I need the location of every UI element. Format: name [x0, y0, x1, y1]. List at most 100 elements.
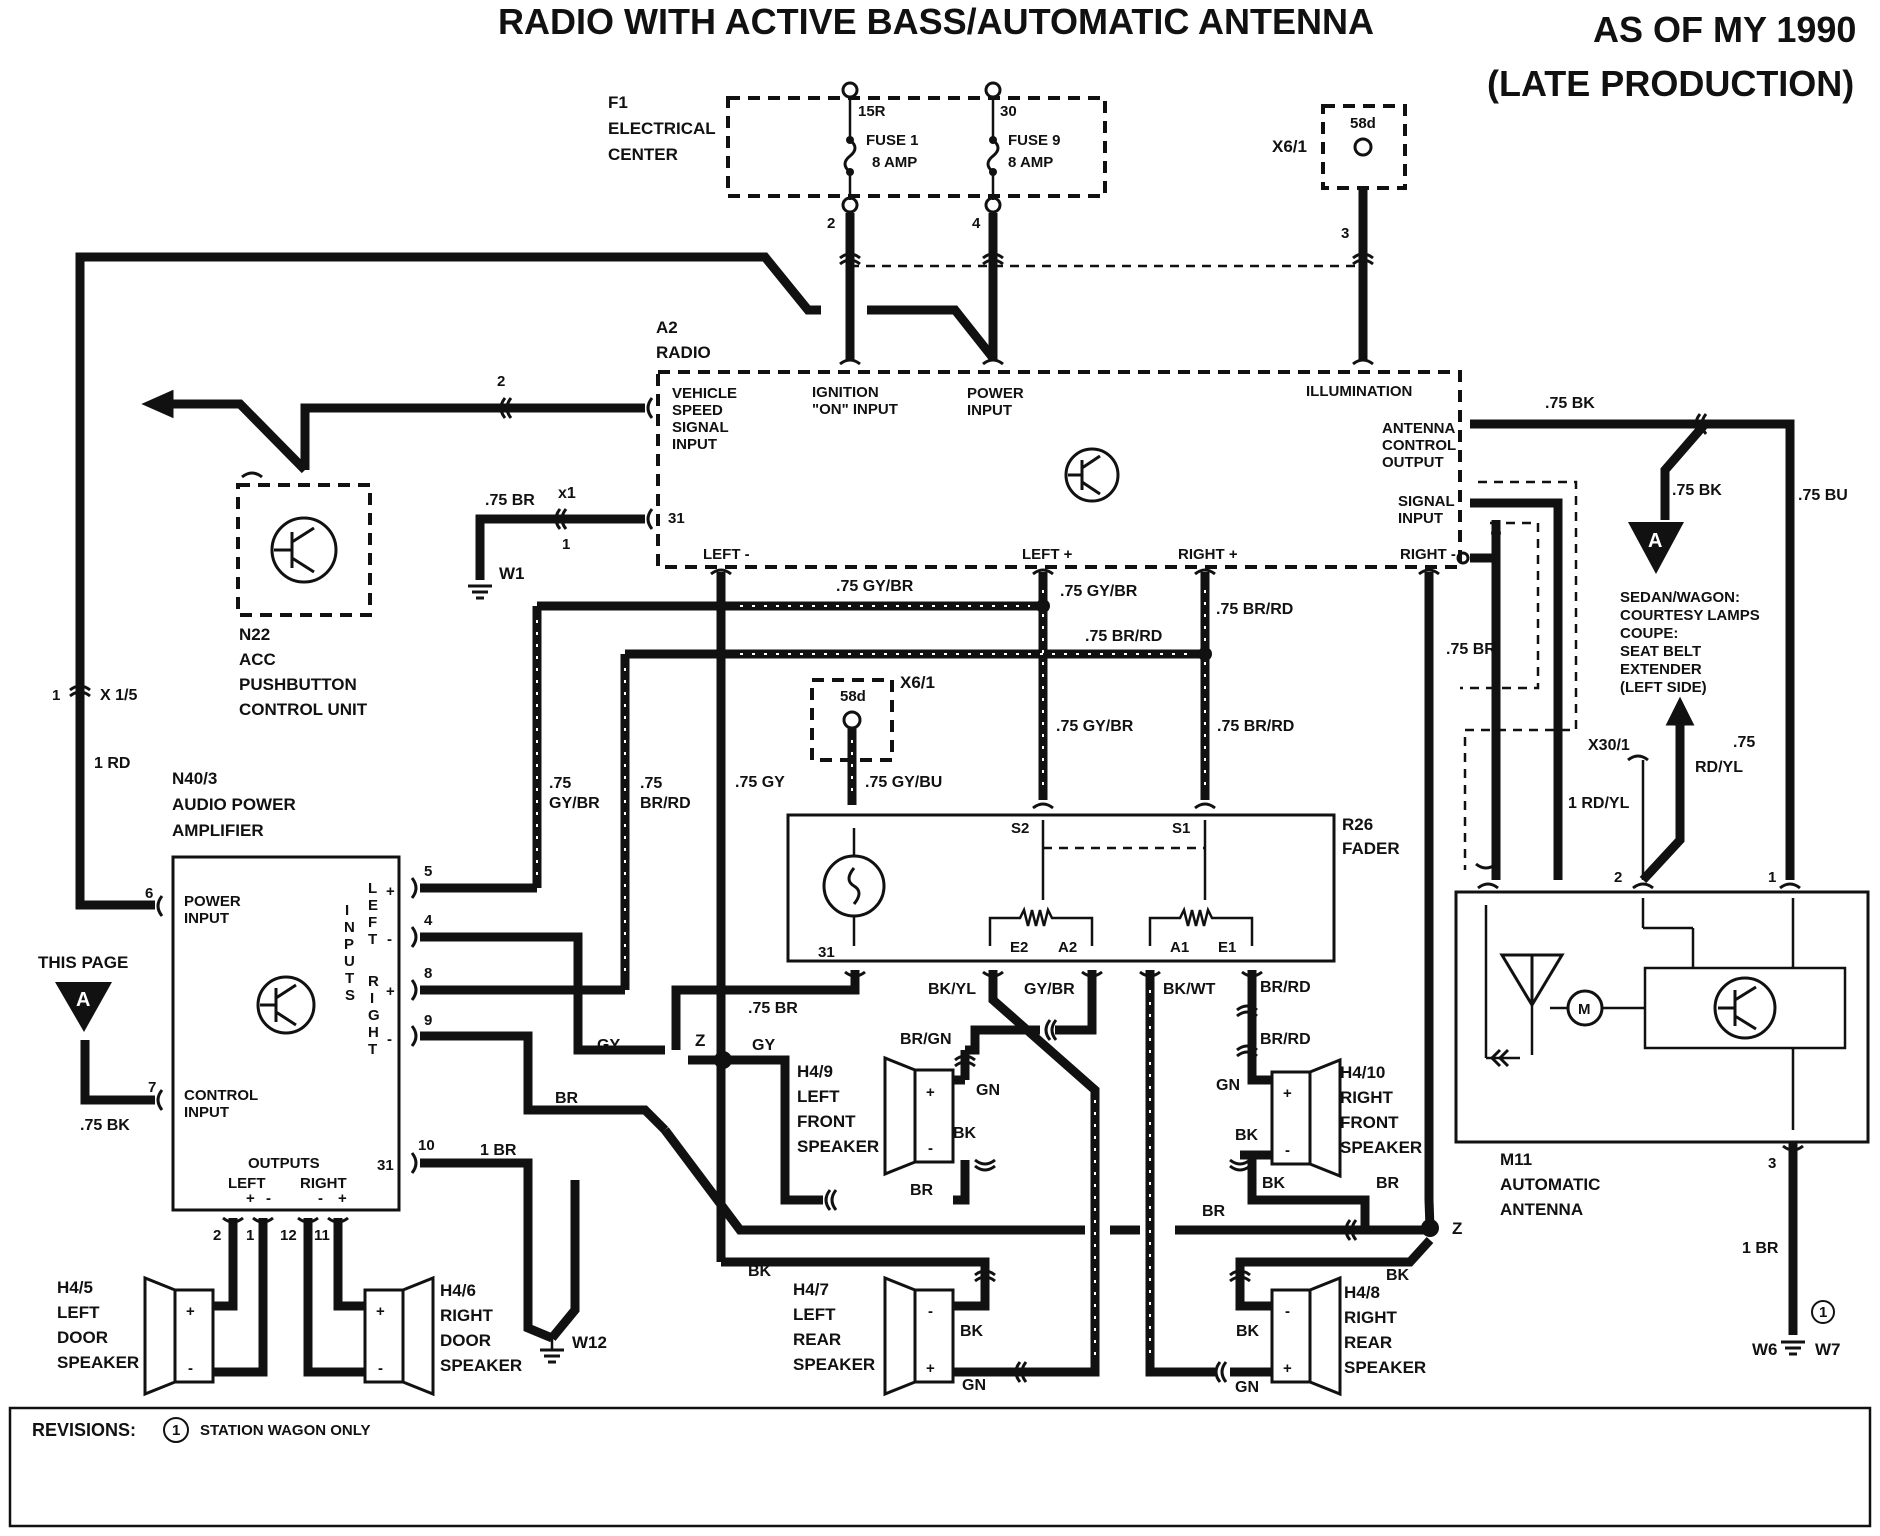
svg-text:EXTENDER: EXTENDER: [1620, 661, 1702, 678]
svg-text:CONTROL UNIT: CONTROL UNIT: [239, 700, 368, 719]
pin-2-fuse1: 2: [827, 215, 835, 232]
svg-text:REAR: REAR: [1344, 1333, 1392, 1352]
svg-text:X6/1: X6/1: [900, 673, 935, 692]
svg-text:S: S: [345, 987, 355, 1004]
svg-text:I: I: [370, 990, 374, 1007]
svg-text:AUDIO POWER: AUDIO POWER: [172, 795, 296, 814]
svg-text:P: P: [344, 936, 354, 953]
svg-text:+: +: [386, 883, 395, 900]
svg-text:ELECTRICAL: ELECTRICAL: [608, 119, 716, 138]
svg-text:COURTESY LAMPS: COURTESY LAMPS: [1620, 607, 1760, 624]
svg-text:FUSE 9: FUSE 9: [1008, 132, 1061, 149]
svg-text:.75 GY: .75 GY: [735, 774, 785, 791]
revisions-box: REVISIONS: 1 STATION WAGON ONLY: [8, 1406, 1872, 1528]
svg-text:H4/10: H4/10: [1340, 1063, 1385, 1082]
svg-text:.75 BU: .75 BU: [1798, 487, 1848, 504]
svg-text:(LEFT SIDE): (LEFT SIDE): [1620, 679, 1707, 696]
svg-text:DOOR: DOOR: [440, 1331, 491, 1350]
speaker-h48: -+ H4/8 RIGHT REAR SPEAKER: [1270, 1275, 1426, 1397]
svg-text:OUTPUT: OUTPUT: [1382, 454, 1444, 471]
svg-text:+: +: [376, 1303, 385, 1320]
svg-text:+: +: [1283, 1360, 1292, 1377]
svg-text:1: 1: [246, 1227, 254, 1244]
n22-acc-control-unit: N22 ACC PUSHBUTTON CONTROL UNIT: [236, 483, 372, 719]
svg-text:CONTROL: CONTROL: [1382, 437, 1456, 454]
svg-text:BK: BK: [1386, 1267, 1410, 1284]
svg-text:BR/RD: BR/RD: [640, 795, 691, 812]
svg-text:BK: BK: [748, 1263, 772, 1280]
svg-text:-: -: [928, 1140, 933, 1157]
ground-symbols: [468, 584, 1805, 1364]
svg-text:8 AMP: 8 AMP: [1008, 154, 1053, 171]
svg-text:LEFT: LEFT: [228, 1175, 266, 1192]
svg-text:RIGHT -: RIGHT -: [1400, 546, 1456, 563]
svg-text:.75 GY/BR: .75 GY/BR: [1056, 718, 1134, 735]
speaker-h49: +- H4/9 LEFT FRONT SPEAKER: [797, 1055, 955, 1177]
ground-w7-label: W7: [1815, 1340, 1841, 1359]
svg-text:12: 12: [280, 1227, 297, 1244]
svg-text:A2: A2: [656, 318, 678, 337]
svg-text:1 BR: 1 BR: [1742, 1240, 1779, 1257]
svg-text:31: 31: [668, 510, 685, 527]
a2-radio: A2 RADIO VEHICLE SPEED SIGNAL INPUT IGNI…: [656, 318, 1462, 569]
svg-text:x1: x1: [558, 485, 576, 502]
svg-text:A: A: [1648, 530, 1662, 552]
svg-text:INPUT: INPUT: [184, 910, 229, 927]
svg-text:PUSHBUTTON: PUSHBUTTON: [239, 675, 357, 694]
revisions-note-number: 1: [172, 1422, 180, 1439]
wire-labels: .75 BK .75 BK .75 BU .75 BR .75 BR x1 1 …: [52, 373, 1848, 1396]
svg-text:GY/BR: GY/BR: [1024, 981, 1075, 998]
svg-text:.75 BR/RD: .75 BR/RD: [1217, 718, 1294, 735]
svg-text:RADIO: RADIO: [656, 343, 711, 362]
svg-text:GN: GN: [962, 1377, 986, 1394]
svg-text:N: N: [344, 919, 355, 936]
svg-text:.75 GY/BR: .75 GY/BR: [836, 578, 914, 595]
svg-text:AMPLIFIER: AMPLIFIER: [172, 821, 264, 840]
svg-text:AUTOMATIC: AUTOMATIC: [1500, 1175, 1600, 1194]
svg-text:BR/RD: BR/RD: [1260, 979, 1311, 996]
svg-text:THIS PAGE: THIS PAGE: [38, 953, 128, 972]
x61-top-connector: 58d X6/1 3: [1272, 104, 1407, 242]
svg-text:+: +: [1283, 1085, 1292, 1102]
svg-text:-: -: [1285, 1142, 1290, 1159]
svg-text:.75 GY/BR: .75 GY/BR: [1060, 583, 1138, 600]
svg-text:BK: BK: [1262, 1175, 1286, 1192]
svg-text:.75 BR/RD: .75 BR/RD: [1216, 601, 1293, 618]
ground-w12-label: W12: [572, 1333, 607, 1352]
svg-text:A: A: [76, 989, 90, 1011]
svg-text:.75 BK: .75 BK: [1672, 482, 1722, 499]
svg-text:BK: BK: [1236, 1323, 1260, 1340]
svg-text:BR: BR: [1202, 1203, 1226, 1220]
svg-text:RD/YL: RD/YL: [1695, 759, 1743, 776]
svg-text:3: 3: [1341, 225, 1349, 242]
svg-text:-: -: [387, 1031, 392, 1048]
svg-text:.75: .75: [640, 775, 662, 792]
svg-text:N40/3: N40/3: [172, 769, 217, 788]
svg-text:POWER: POWER: [184, 893, 241, 910]
svg-text:M: M: [1578, 1001, 1591, 1018]
svg-text:GN: GN: [976, 1082, 1000, 1099]
svg-text:INPUT: INPUT: [672, 436, 717, 453]
svg-text:N22: N22: [239, 625, 270, 644]
svg-text:-: -: [318, 1190, 323, 1207]
splice-z-left: Z: [695, 1031, 705, 1050]
svg-text:H4/7: H4/7: [793, 1280, 829, 1299]
svg-text:ILLUMINATION: ILLUMINATION: [1306, 383, 1412, 400]
svg-text:SPEAKER: SPEAKER: [1340, 1138, 1422, 1157]
svg-text:+: +: [246, 1190, 255, 1207]
svg-text:LEFT: LEFT: [797, 1087, 840, 1106]
svg-text:RIGHT: RIGHT: [300, 1175, 347, 1192]
svg-text:2: 2: [213, 1227, 221, 1244]
svg-text:SPEAKER: SPEAKER: [1344, 1358, 1426, 1377]
svg-text:15R: 15R: [858, 103, 886, 120]
svg-text:SIGNAL: SIGNAL: [672, 419, 729, 436]
svg-text:1 BR: 1 BR: [480, 1142, 517, 1159]
svg-text:A2: A2: [1058, 939, 1077, 956]
offpage-arrow-a-right: A: [1628, 522, 1684, 574]
svg-text:.75 BR/RD: .75 BR/RD: [1085, 628, 1162, 645]
svg-text:G: G: [368, 1007, 380, 1024]
svg-text:31: 31: [818, 944, 835, 961]
offpage-arrow-a-left: THIS PAGE A: [38, 953, 128, 1032]
svg-text:RIGHT: RIGHT: [440, 1306, 494, 1325]
pin-4-fuse9: 4: [972, 215, 981, 232]
